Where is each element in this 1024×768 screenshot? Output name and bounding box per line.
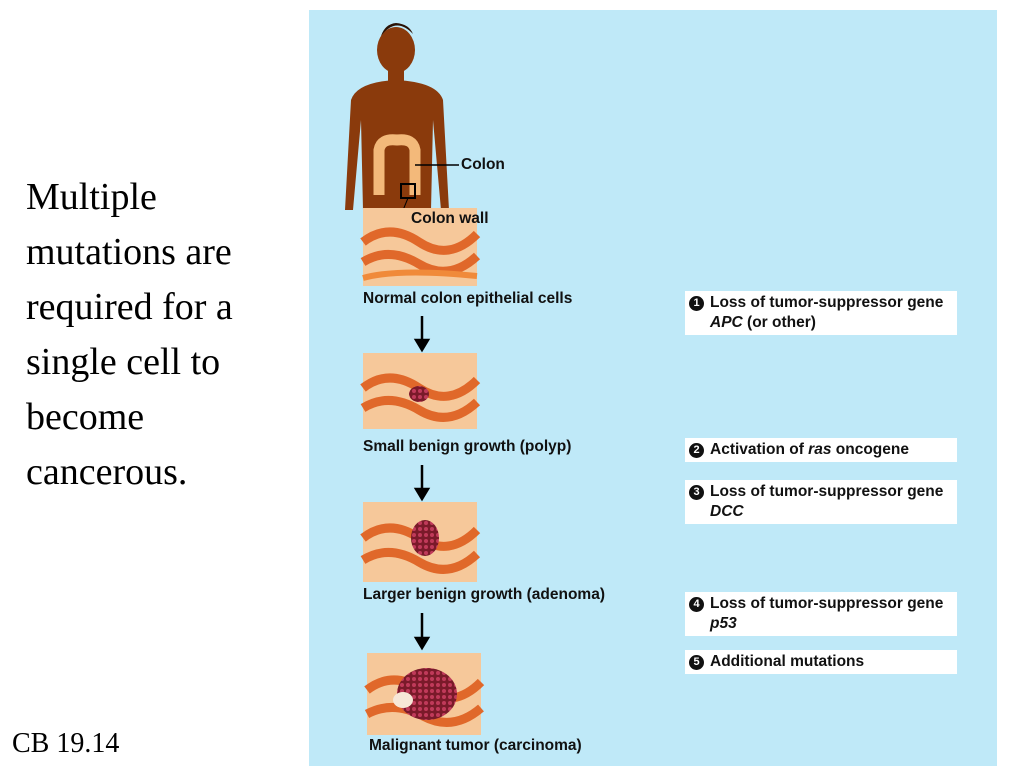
step-number-badge: 5: [689, 655, 704, 670]
progression-arrows: [413, 316, 431, 651]
slide-body-text: Multiple mutations are required for a si…: [26, 176, 233, 493]
figure-reference: CB 19.14: [12, 728, 120, 759]
stage-label-adenoma: Larger benign growth (adenoma): [363, 586, 605, 603]
stage-label-carcinoma: Malignant tumor (carcinoma): [369, 737, 582, 754]
human-figure: [345, 23, 449, 210]
diagram-artwork: [345, 23, 485, 735]
colon-wall-callout-label: Colon wall: [411, 210, 489, 227]
colon-shape: [373, 134, 421, 195]
colon-cancer-diagram: Colon Colon wall Normal colon epithelial…: [309, 10, 997, 766]
step-number-badge: 4: [689, 597, 704, 612]
step-number-badge: 1: [689, 296, 704, 311]
colon-callout-label: Colon: [461, 156, 505, 173]
tissue-panel-carcinoma: [364, 653, 485, 735]
stage-label-normal: Normal colon epithelial cells: [363, 290, 573, 307]
tissue-panel-polyp: [360, 353, 481, 429]
stage-label-polyp: Small benign growth (polyp): [363, 438, 572, 455]
tissue-panel-adenoma: [360, 502, 481, 582]
step-number-badge: 3: [689, 485, 704, 500]
step-number-badge: 2: [689, 443, 704, 458]
tissue-panel-normal: [360, 208, 481, 286]
